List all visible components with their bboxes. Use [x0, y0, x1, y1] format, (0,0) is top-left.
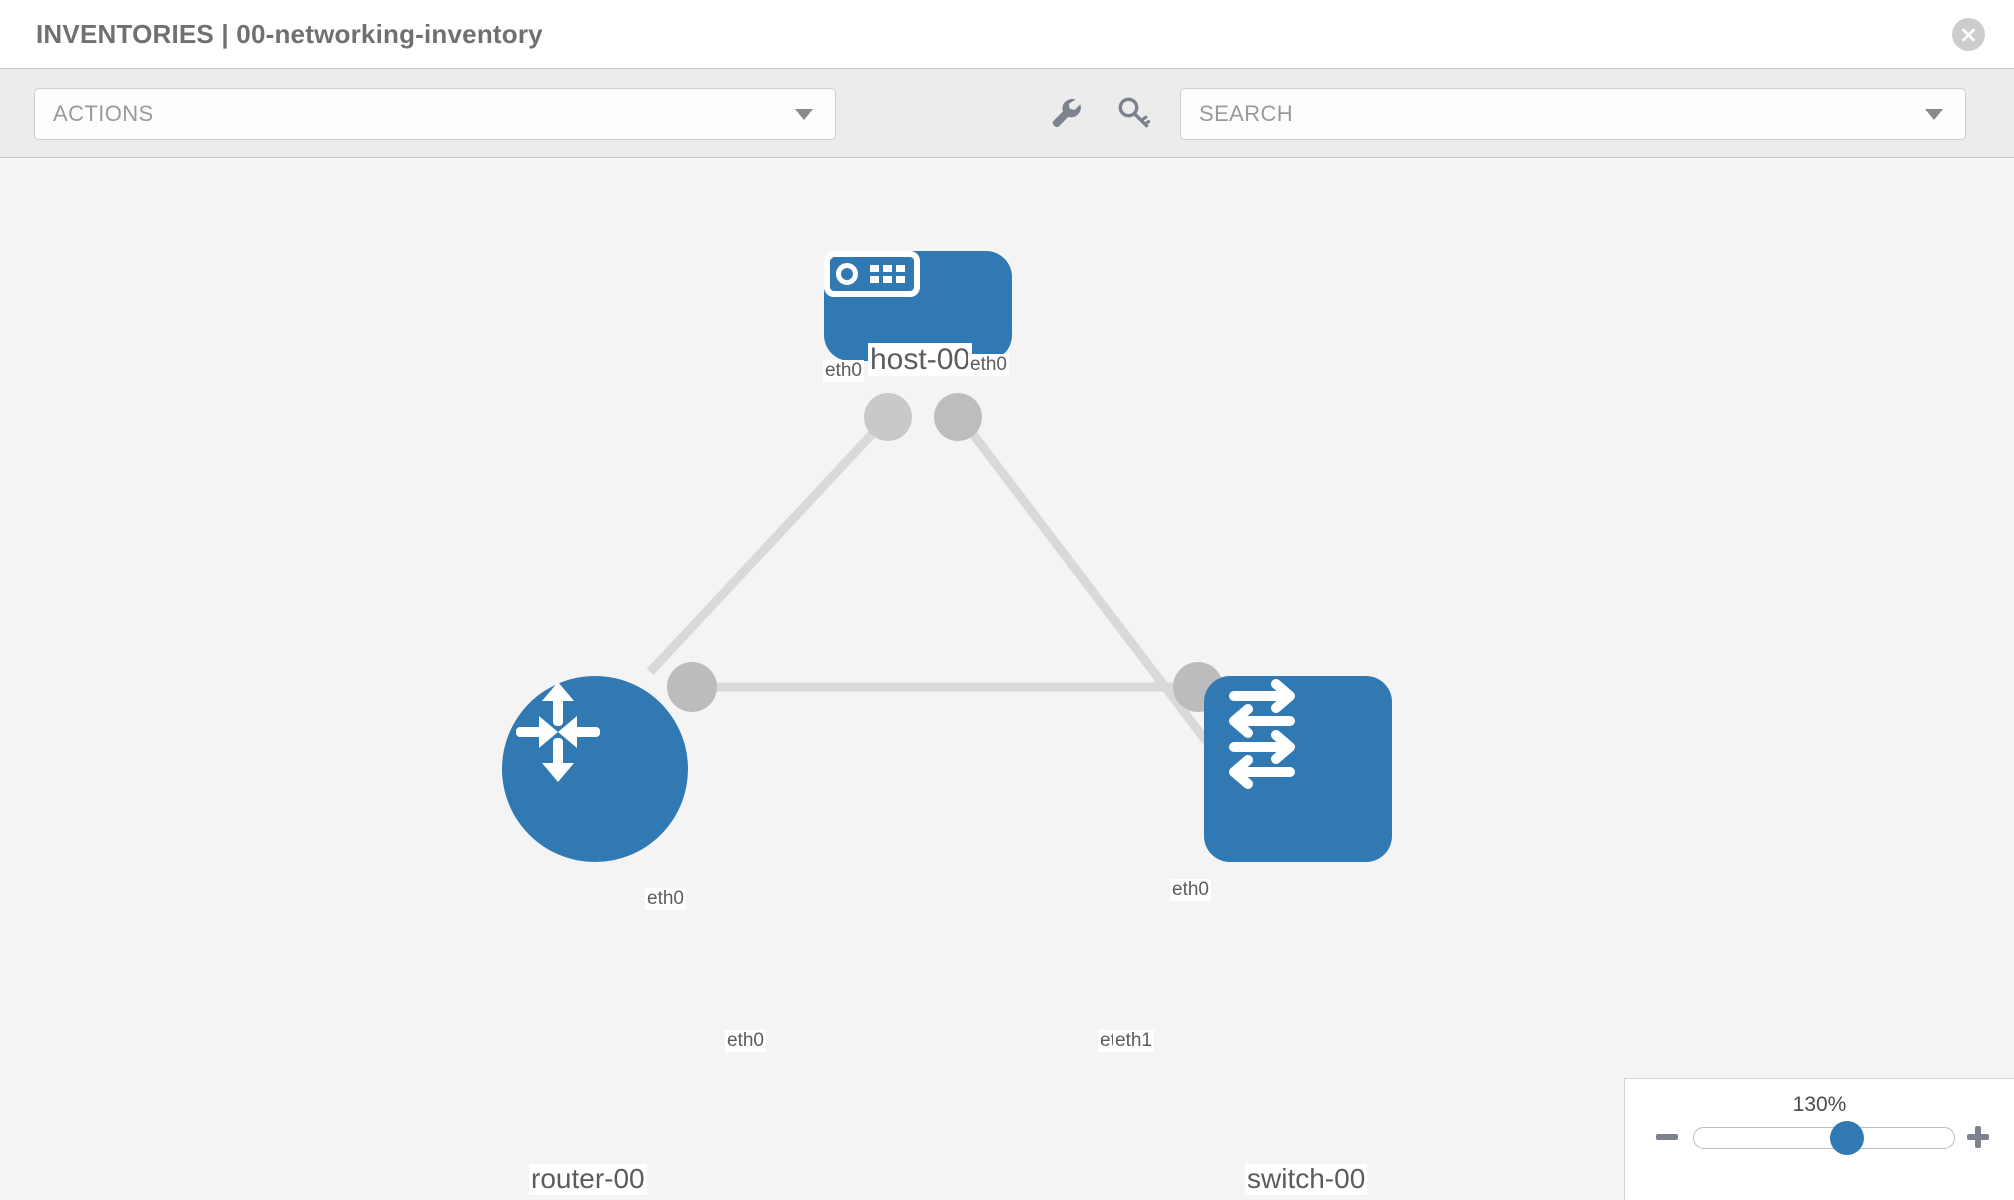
search-input[interactable]: SEARCH [1180, 88, 1966, 140]
plus-icon[interactable] [1964, 1123, 1992, 1151]
node-label-switch-00: switch-00 [1245, 1163, 1368, 1195]
actions-dropdown[interactable]: ACTIONS [34, 88, 836, 140]
connector-host-right [934, 393, 982, 441]
search-placeholder: SEARCH [1199, 101, 1294, 126]
link-host-switch [956, 414, 1239, 782]
key-icon[interactable] [1113, 93, 1153, 133]
chevron-down-icon [795, 108, 813, 120]
server-icon [824, 251, 920, 297]
close-icon[interactable] [1952, 18, 1985, 51]
zoom-slider-thumb[interactable] [1829, 1121, 1864, 1155]
edge-label-host-right: eth0 [968, 354, 1009, 376]
node-router-00-shape[interactable] [502, 676, 688, 862]
toolbar: ACTIONS SEARCH [0, 68, 2014, 158]
node-label-router-00: router-00 [529, 1163, 647, 1195]
minus-icon[interactable] [1653, 1123, 1681, 1151]
node-switch-00-shape[interactable] [1204, 676, 1392, 862]
edge-label-router-right: eth0 [725, 1030, 766, 1052]
zoom-control-panel: 130% [1624, 1078, 2014, 1200]
page-header: INVENTORIES | 00-networking-inventory [0, 0, 2014, 68]
zoom-slider-track[interactable] [1693, 1121, 1955, 1155]
switch-arrows-icon [1229, 679, 1295, 789]
edge-label-switch-upper: eth0 [1170, 879, 1211, 901]
actions-dropdown-label: ACTIONS [53, 101, 154, 126]
chevron-down-icon[interactable] [1925, 108, 1943, 120]
edge-label-router-upper: eth0 [645, 888, 686, 910]
connector-host-left [864, 393, 912, 441]
node-host-00[interactable] [824, 251, 1012, 361]
edge-label-host-left: eth0 [823, 360, 864, 382]
connector-router-right [667, 662, 717, 712]
node-host-00-shape[interactable] [824, 251, 1012, 361]
page-title: INVENTORIES | 00-networking-inventory [36, 18, 543, 49]
topology-links [646, 393, 1262, 814]
edge-label-switch-left: eth1 [1113, 1030, 1154, 1052]
topology-canvas[interactable]: host-00 router-00 switch-00 eth0 eth0 et… [0, 159, 2014, 1200]
wrench-icon[interactable] [1045, 93, 1085, 133]
link-host-router [646, 413, 892, 676]
zoom-level-value: 130% [1792, 1093, 1847, 1116]
node-label-host-00: host-00 [868, 343, 973, 376]
router-arrows-icon [516, 682, 600, 782]
node-router-00[interactable] [502, 676, 688, 862]
node-switch-00[interactable] [1204, 676, 1392, 862]
